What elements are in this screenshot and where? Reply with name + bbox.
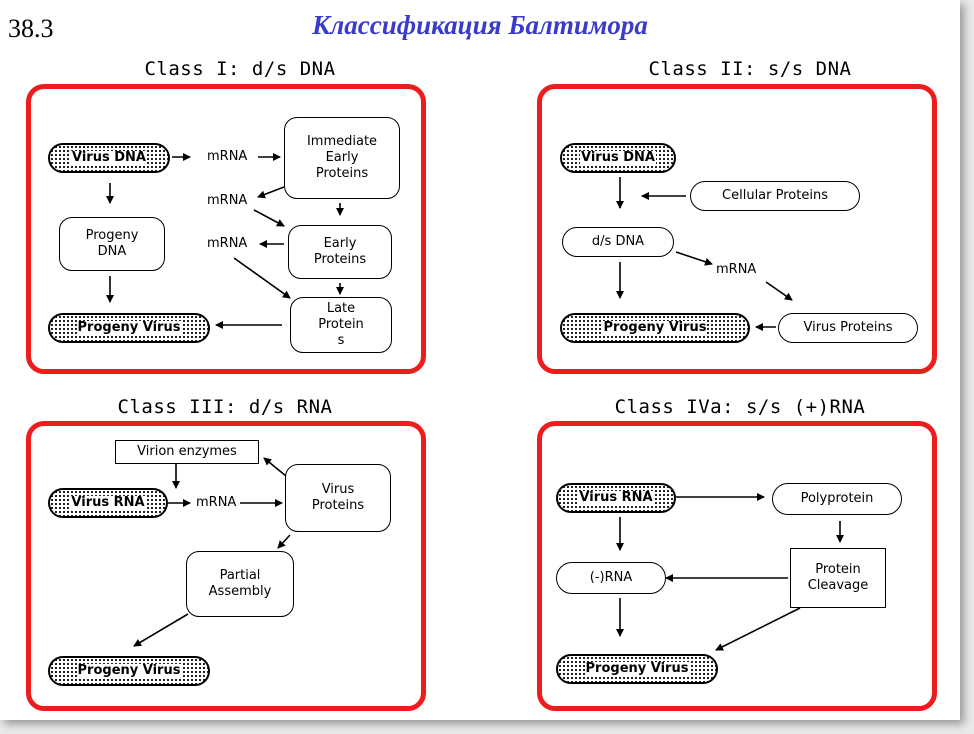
- c1-mrna-3: mRNA: [207, 236, 248, 251]
- c4-protein-cleavage: Protein Cleavage: [790, 548, 886, 608]
- c3-partial-assembly: Partial Assembly: [186, 551, 294, 617]
- c3-virion-enzymes: Virion enzymes: [115, 440, 259, 464]
- c4-minus-rna: (-)RNA: [556, 562, 666, 594]
- arrows-layer: [106, 153, 844, 651]
- c1-late-proteins: Late Protein s: [290, 297, 392, 353]
- c1-virus-dna: Virus DNA: [48, 143, 170, 173]
- c4-virus-rna: Virus RNA: [556, 483, 676, 513]
- c2-mrna: mRNA: [716, 262, 757, 277]
- c4-progeny-virus: Progeny Virus: [556, 654, 718, 684]
- c1-progeny-virus: Progeny Virus: [48, 313, 210, 343]
- c1-progeny-dna: Progeny DNA: [59, 217, 165, 271]
- c2-progeny-virus: Progeny Virus: [560, 313, 750, 343]
- c4-polyprotein: Polyprotein: [772, 483, 902, 515]
- c2-cellular-proteins: Cellular Proteins: [690, 181, 860, 211]
- arrow-c3-assembly-virus: [133, 613, 189, 647]
- class1-title: Class I: d/s DNA: [144, 58, 336, 80]
- c2-virus-dna: Virus DNA: [560, 143, 676, 173]
- c1-early-proteins: Early Proteins: [288, 225, 392, 279]
- c3-progeny-virus: Progeny Virus: [48, 656, 210, 686]
- arrow-c3-proteins-assembly: [277, 534, 291, 549]
- c1-immediate-early-proteins: Immediate Early Proteins: [284, 117, 400, 199]
- arrow-c2-ds-mrna: [675, 251, 713, 266]
- class4-title: Class IVa: s/s (+)RNA: [614, 396, 866, 418]
- c2-virus-proteins: Virus Proteins: [778, 313, 918, 343]
- c3-mrna: mRNA: [196, 495, 237, 510]
- arrow-c1-mrna2-early: [253, 209, 285, 227]
- class2-title: Class II: s/s DNA: [648, 58, 852, 80]
- c3-virus-proteins: Virus Proteins: [285, 464, 391, 532]
- class3-title: Class III: d/s RNA: [117, 396, 333, 418]
- arrow-c2-mrna-proteins: [765, 281, 793, 301]
- arrow-c3-proteins-enzymes: [263, 457, 287, 477]
- arrow-c1-ie-mrna2: [257, 186, 285, 199]
- arrow-c1-mrna3-late: [233, 257, 291, 299]
- c2-ds-dna: d/s DNA: [562, 227, 674, 257]
- c1-mrna-1: mRNA: [207, 149, 248, 164]
- c3-virus-rna: Virus RNA: [48, 488, 168, 518]
- arrow-c4-cleavage-virus: [715, 607, 801, 651]
- slide-title: Классификация Балтимора: [312, 10, 648, 40]
- slide-number: 38.3: [8, 14, 54, 43]
- slide: 38.3 Классификация Балтимора Class I: d/…: [0, 0, 960, 720]
- c1-mrna-2: mRNA: [207, 193, 248, 208]
